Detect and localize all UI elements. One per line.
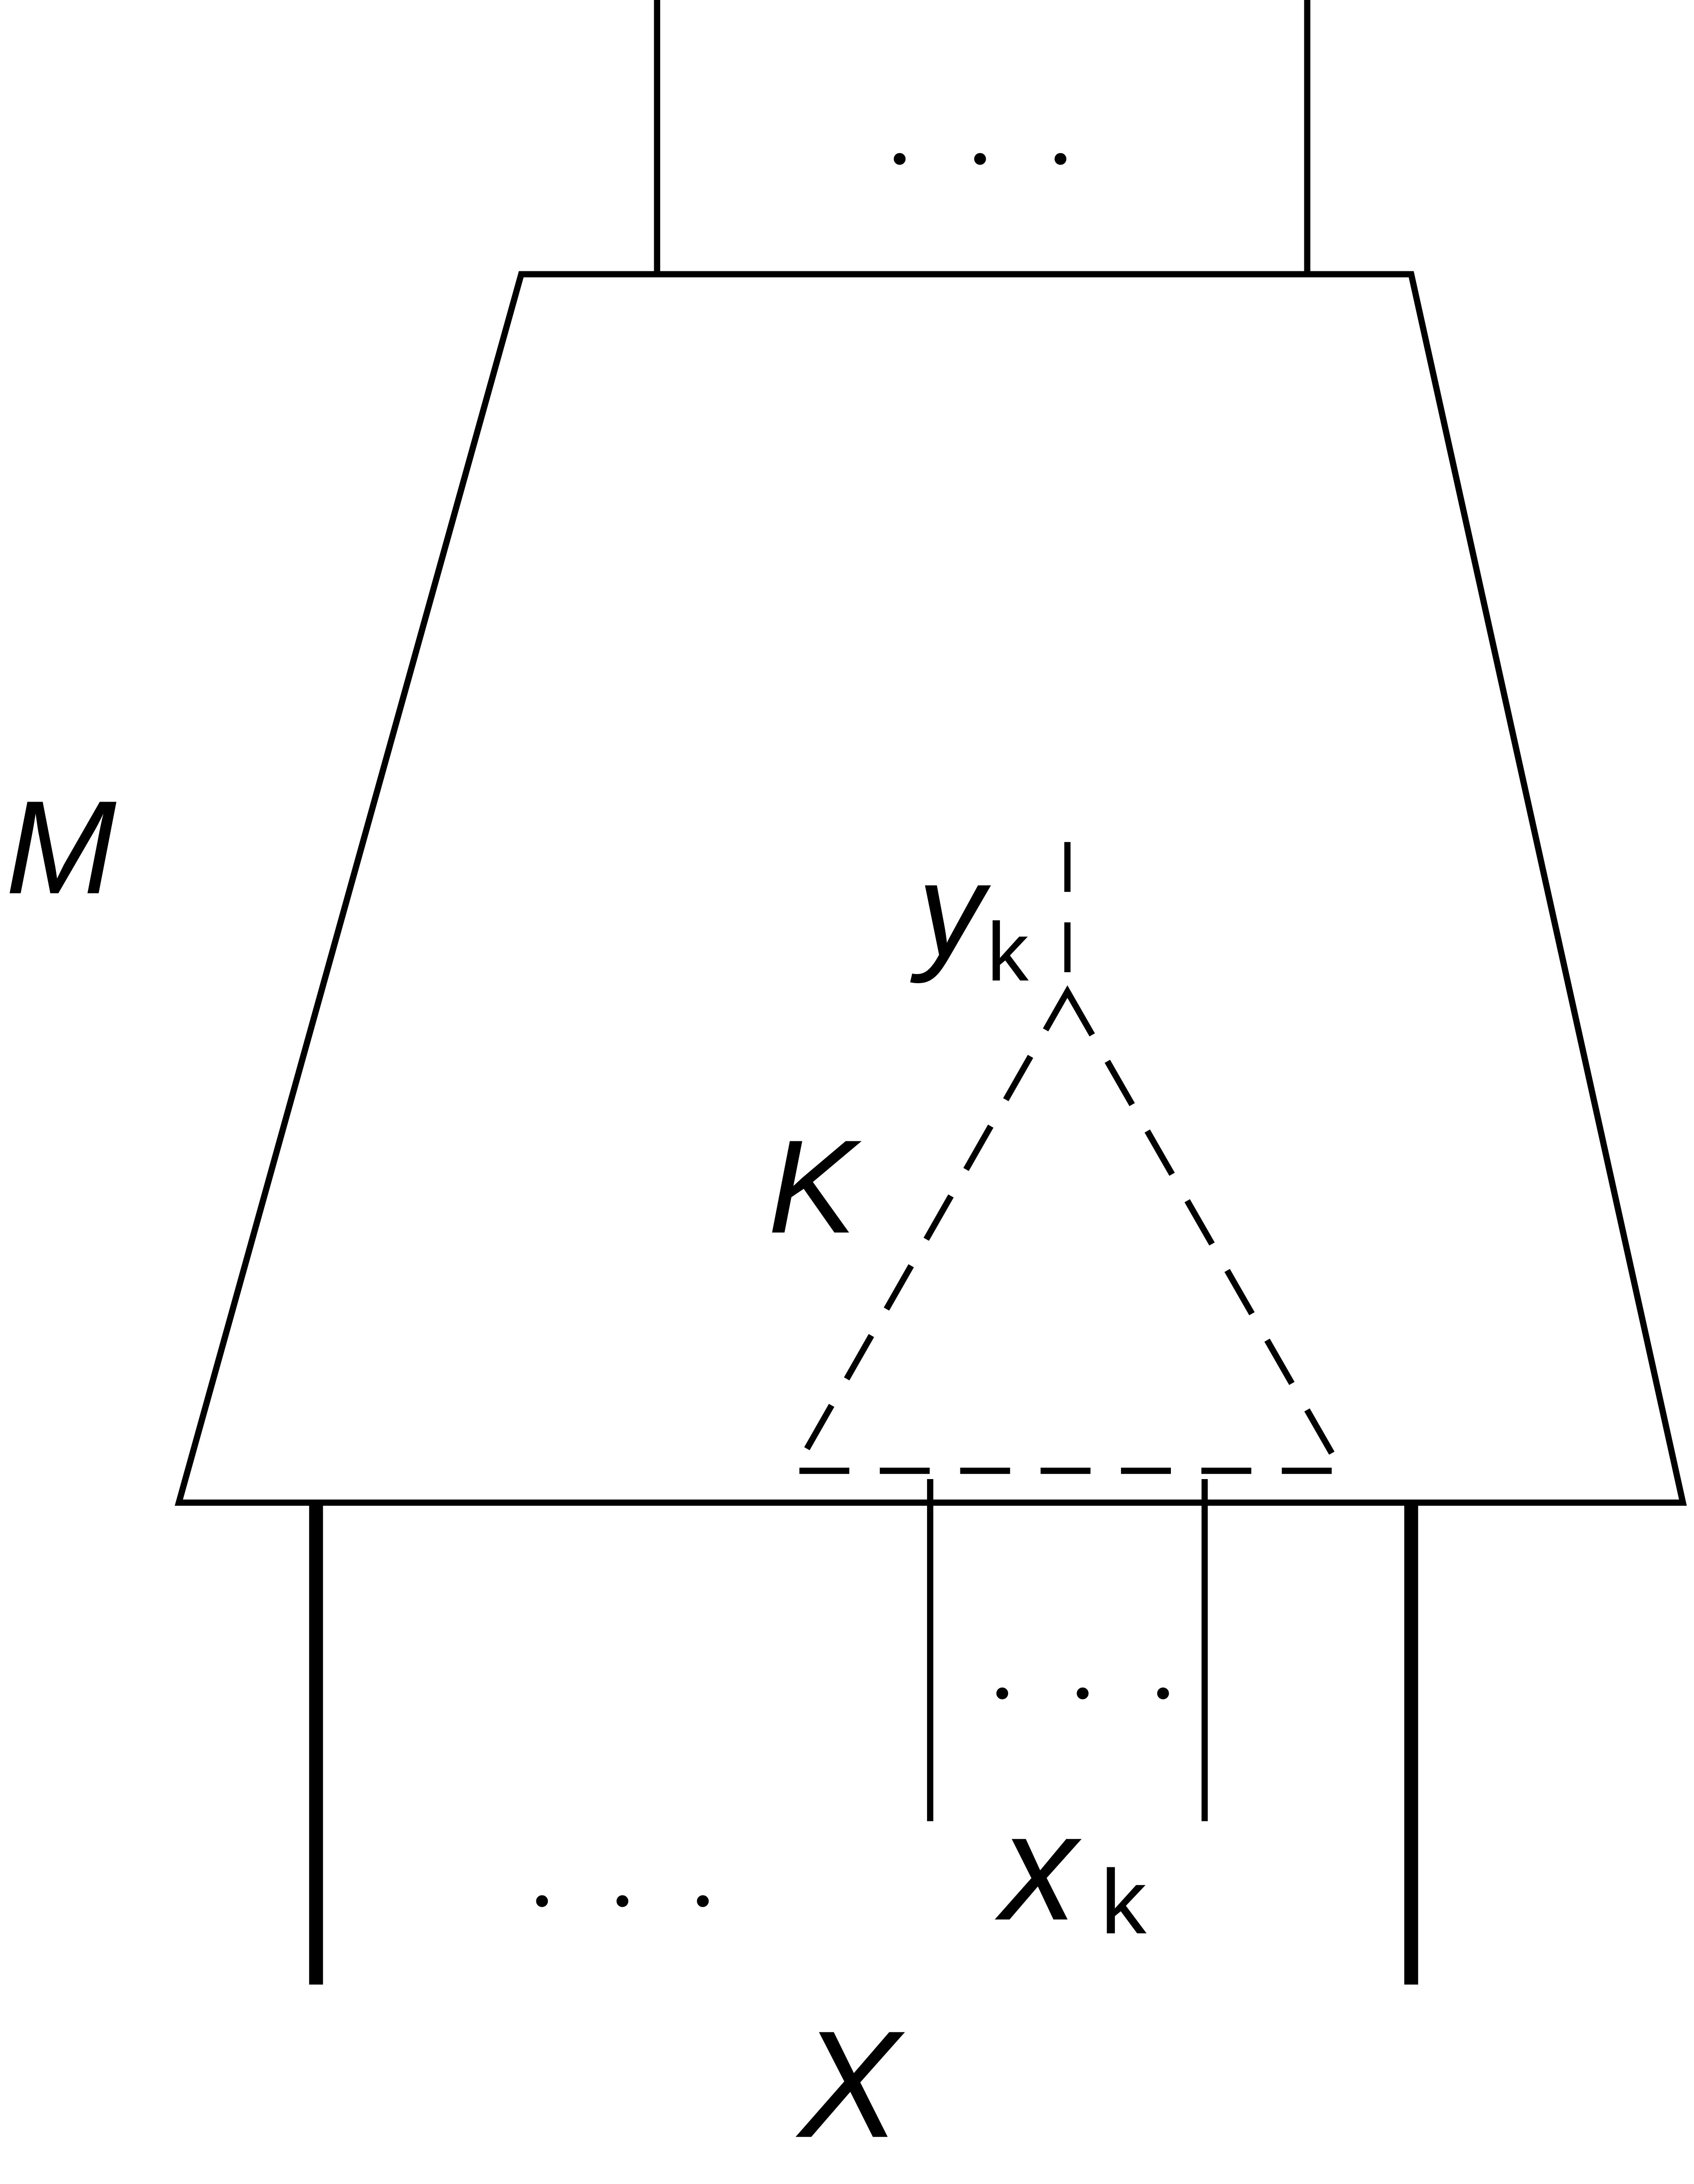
- x-outer-label: X: [794, 1999, 905, 2169]
- m-label: M: [6, 773, 118, 922]
- inner-bottom-ellipsis: ...: [990, 1610, 1231, 1720]
- k-label: K: [768, 1112, 864, 1261]
- outer-bottom-ellipsis: ...: [530, 1817, 771, 1928]
- m-trapezoid: [175, 271, 1687, 1506]
- xk-subscript: k: [1101, 1851, 1147, 1953]
- top-ellipsis: ...: [887, 75, 1128, 186]
- yk-label: y: [910, 836, 993, 985]
- xk-label: x: [994, 1782, 1082, 1952]
- yk-subscript: k: [987, 906, 1029, 998]
- k-dashed-triangle: [789, 985, 1347, 1474]
